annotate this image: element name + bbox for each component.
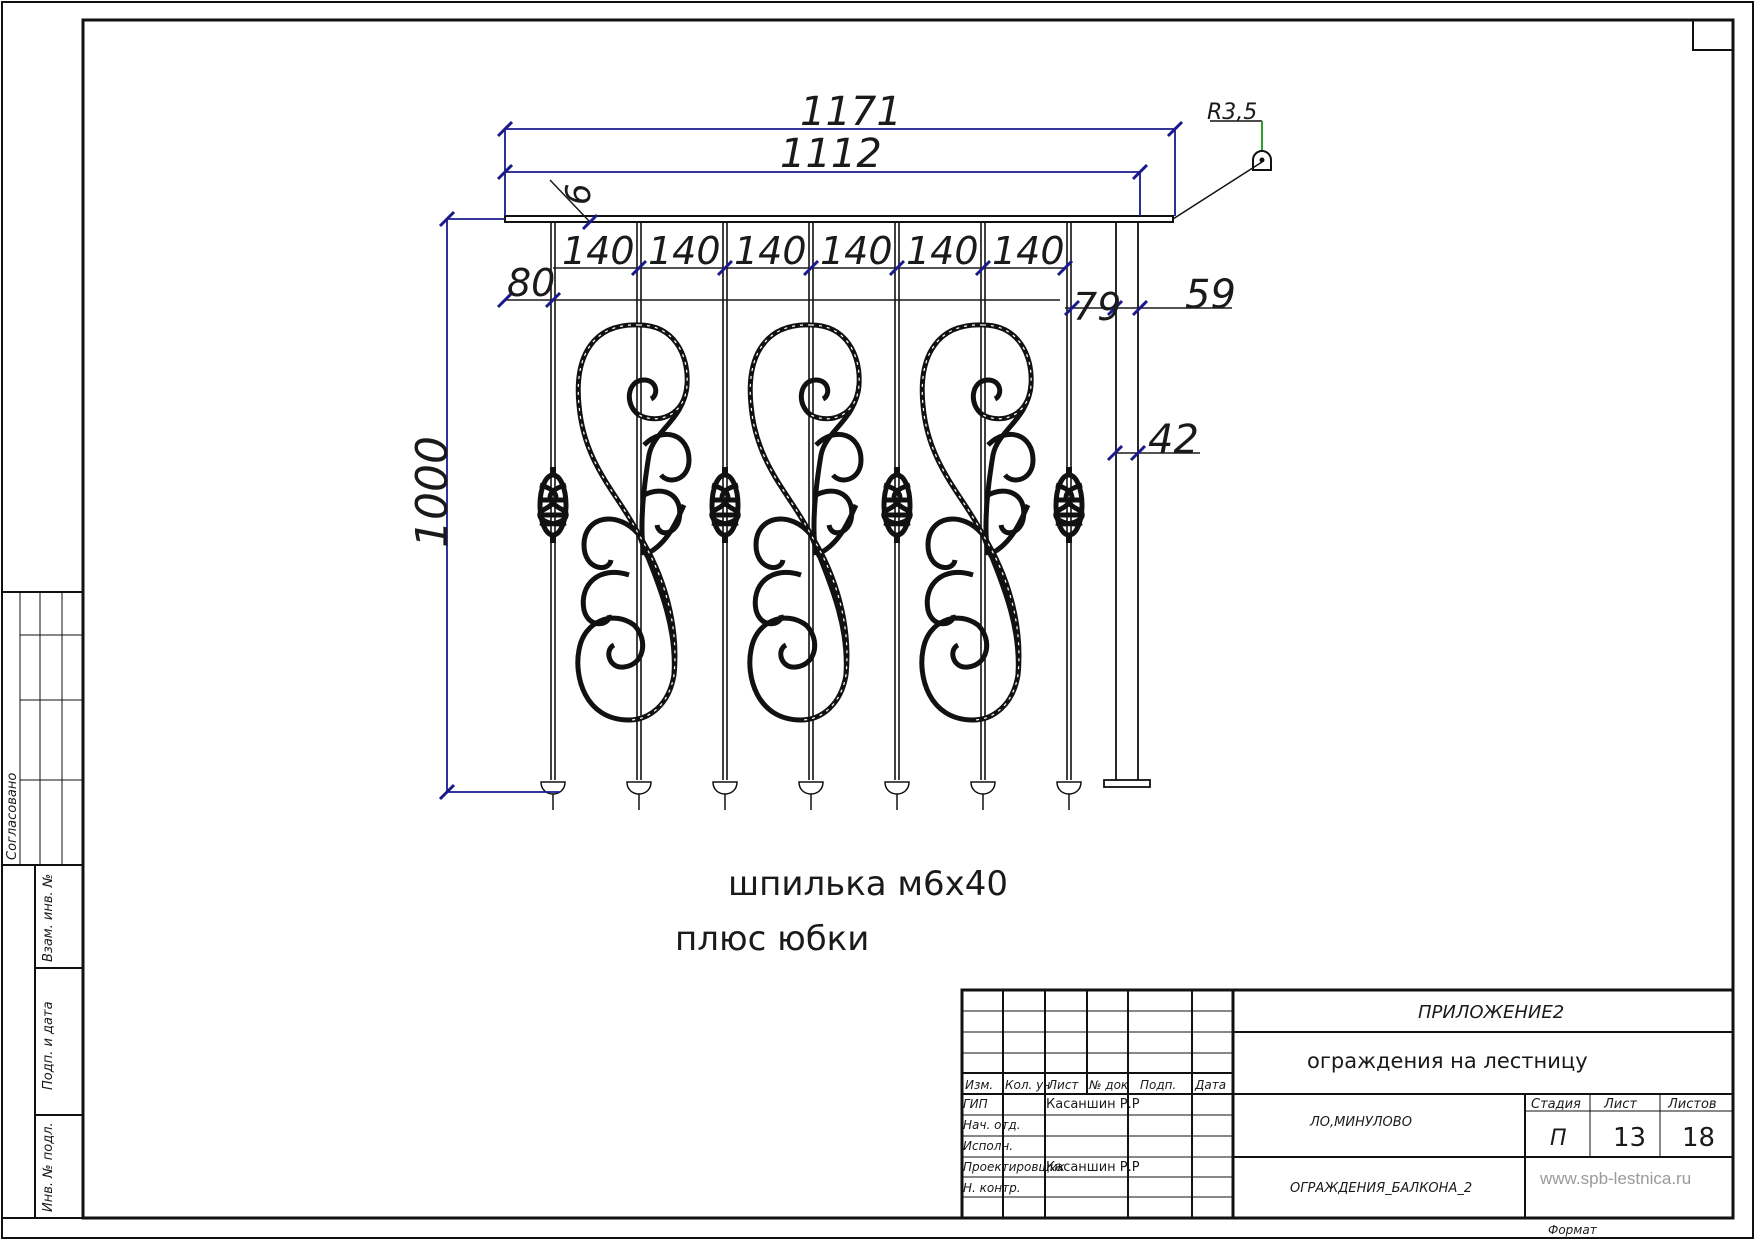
title-block-header: Подп. xyxy=(1140,1078,1176,1092)
role-label: Исполн. xyxy=(963,1139,1013,1153)
dim-overall-width: 1171 xyxy=(800,89,902,135)
note-skirts: плюс юбки xyxy=(675,919,869,959)
dim-spacing: 140 xyxy=(562,229,635,273)
subject-title: ограждения на лестницу xyxy=(1307,1049,1588,1073)
dim-first-offset: 80 xyxy=(507,261,555,305)
agreed-label: Согласовано xyxy=(5,773,20,860)
scroll-panel xyxy=(578,325,689,720)
inv-orig-label: Инв. № подл. xyxy=(41,1122,56,1212)
baluster-foot xyxy=(884,781,910,811)
appendix-title: ПРИЛОЖЕНИЕ2 xyxy=(1418,1002,1564,1023)
title-block-header: Лист xyxy=(1047,1078,1079,1092)
top-rail xyxy=(504,215,1174,223)
dim-post-gap: 79 xyxy=(1073,285,1121,329)
sheet-label: Лист xyxy=(1603,1097,1637,1112)
replaced-inv-label: Взам. инв. № xyxy=(41,874,56,962)
radius-label: R3,5 xyxy=(1207,100,1257,125)
twist-basket xyxy=(884,467,910,543)
format-label: Формат xyxy=(1548,1223,1598,1237)
scroll-panel xyxy=(922,325,1033,720)
end-post xyxy=(1103,222,1151,788)
dim-rail-width: 1112 xyxy=(780,131,882,177)
sheet-value: 13 xyxy=(1613,1123,1646,1153)
title-block-header: № док xyxy=(1088,1078,1129,1092)
sheet-name-text: ОГРАЖДЕНИЯ_БАЛКОНА_2 xyxy=(1290,1181,1472,1196)
dim-offset-small: 6 xyxy=(559,183,599,205)
role-name: Касаншин Р.Р xyxy=(1046,1097,1140,1112)
stage-label: Стадия xyxy=(1531,1097,1581,1112)
railing-drawing: R3,5 xyxy=(504,100,1272,811)
title-block xyxy=(960,988,1735,1220)
dim-spacing: 140 xyxy=(734,229,807,273)
dim-post-size: 42 xyxy=(1148,417,1199,463)
baluster-foot xyxy=(540,781,566,811)
website-text: www.spb-lestnica.ru xyxy=(1539,1169,1691,1188)
title-block-header: Дата xyxy=(1194,1078,1226,1092)
scroll-panels xyxy=(578,325,1033,720)
side-stamp xyxy=(1,591,84,1219)
baluster-foot xyxy=(970,781,996,811)
spacing-labels: 140 140 140 140 140 140 xyxy=(562,229,1065,273)
stage-value: П xyxy=(1550,1126,1567,1151)
title-block-header: Изм. xyxy=(965,1078,993,1092)
title-block-roles: ГИП Касаншин Р.Р Нач. отд. Исполн. Проектиро… xyxy=(963,1097,1140,1195)
sheets-value: 18 xyxy=(1682,1123,1715,1153)
dim-post-offset: 59 xyxy=(1185,272,1236,318)
note-stud: шпилька м6х40 xyxy=(728,864,1008,904)
baluster-foot xyxy=(626,781,652,811)
twist-basket xyxy=(540,467,566,543)
role-name: Касаншин Р.Р xyxy=(1046,1160,1140,1175)
role-label: Н. контр. xyxy=(963,1181,1021,1195)
scroll-panel xyxy=(750,325,861,720)
role-label: Нач. отд. xyxy=(963,1118,1021,1132)
dim-spacing: 140 xyxy=(906,229,979,273)
title-block-header: Кол. уч xyxy=(1005,1078,1050,1092)
sign-date-label: Подп. и дата xyxy=(41,1001,56,1090)
dim-spacing: 140 xyxy=(648,229,721,273)
twist-basket xyxy=(1056,467,1082,543)
sheets-label: Листов xyxy=(1667,1097,1717,1112)
baluster-foot xyxy=(1056,781,1082,811)
twist-basket xyxy=(712,467,738,543)
role-label: ГИП xyxy=(963,1097,988,1111)
dim-spacing: 140 xyxy=(820,229,893,273)
baluster-foot xyxy=(798,781,824,811)
radius-detail xyxy=(1210,120,1272,171)
location-text: ЛО,МИНУЛОВО xyxy=(1309,1115,1412,1130)
dim-height: 1000 xyxy=(407,436,458,548)
baluster-foot xyxy=(712,781,738,811)
role-label: Проектировщик xyxy=(963,1160,1066,1174)
dim-spacing: 140 xyxy=(992,229,1065,273)
